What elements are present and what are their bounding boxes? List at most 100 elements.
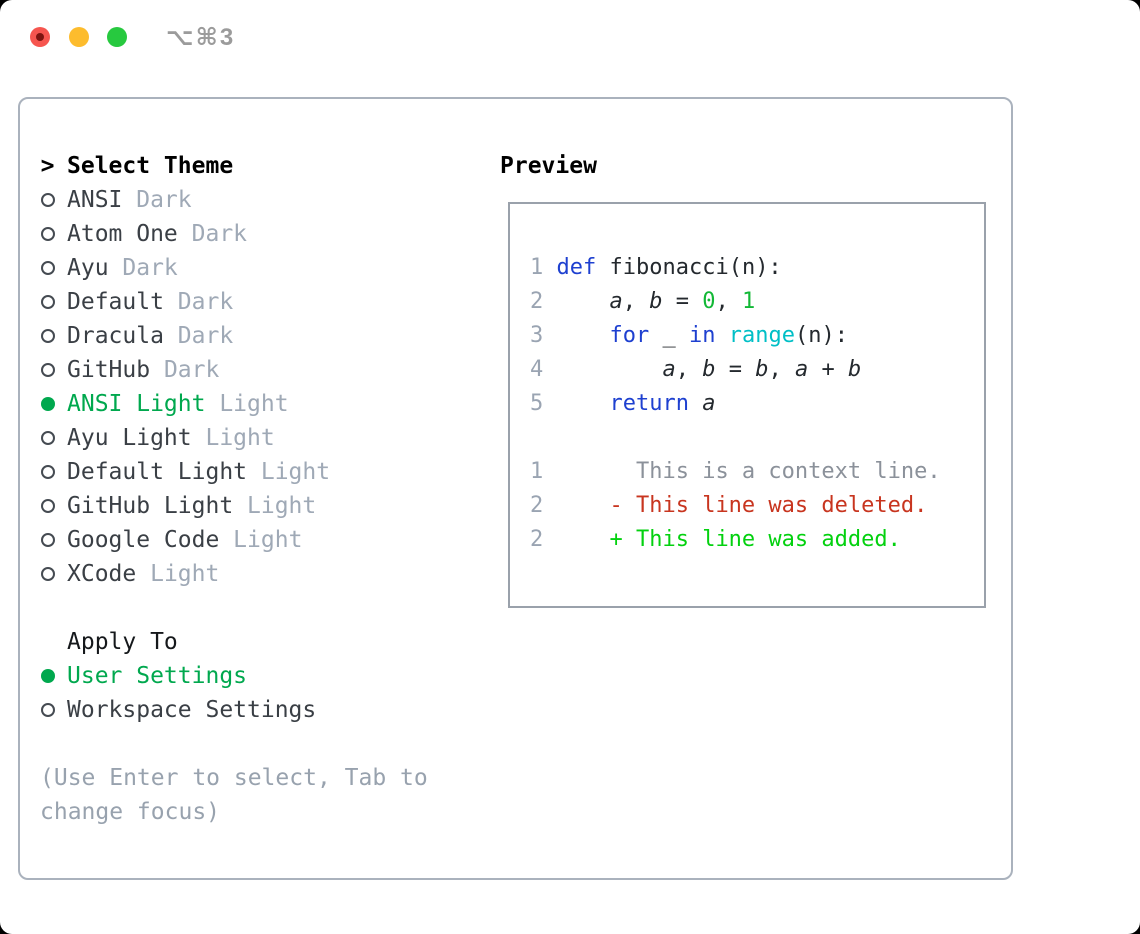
option-label: Ayu Light	[67, 425, 192, 451]
theme-option[interactable]: Ayu Light Light	[40, 421, 480, 455]
theme-option[interactable]: Dracula Dark	[40, 319, 480, 353]
code-token-num: 1	[741, 289, 756, 314]
code-token-var: b	[847, 357, 862, 382]
line-number: 1	[530, 459, 557, 484]
preview-title: Preview	[500, 153, 597, 179]
option-variant-label: Light	[233, 493, 317, 519]
option-variant-label: Light	[136, 561, 220, 587]
code-line	[530, 421, 984, 455]
theme-option[interactable]: GitHub Dark	[40, 353, 480, 387]
option-variant-label: Dark	[150, 357, 220, 383]
apply-to-title: Apply To	[67, 629, 178, 655]
code-token-pl: +	[808, 357, 848, 382]
theme-option[interactable]: ANSI Dark	[40, 183, 480, 217]
option-variant-label: Dark	[163, 289, 234, 315]
theme-option[interactable]: XCode Light	[40, 557, 480, 591]
code-token-var: b	[649, 289, 663, 314]
radio-icon	[40, 533, 55, 547]
line-number: 2	[530, 527, 557, 552]
line-number: 2	[530, 289, 557, 314]
code-line: 4 a, b = b, a + b	[530, 353, 984, 387]
minimize-button[interactable]	[69, 27, 89, 47]
diff-line: 1 This is a context line.	[530, 455, 984, 489]
close-button[interactable]	[30, 27, 50, 47]
diff-line: 2 - This line was deleted.	[530, 489, 984, 523]
option-variant-label: Light	[219, 527, 303, 553]
code-token-var: b	[755, 357, 769, 382]
radio-icon	[40, 499, 55, 513]
code-token-del: - This line was deleted.	[556, 493, 928, 518]
radio-icon	[40, 227, 55, 241]
code-token-pl	[557, 323, 610, 348]
radio-icon	[40, 193, 55, 207]
select-theme-header: > Select Theme	[40, 149, 480, 183]
code-token-pl: _	[649, 323, 689, 348]
hint-text: (Use Enter to select, Tab to change focu…	[40, 765, 428, 825]
diff-line: 2 + This line was added.	[530, 523, 984, 557]
option-variant-label: Dark	[177, 221, 248, 247]
option-label: Atom One	[67, 221, 178, 247]
theme-option[interactable]: Atom One Dark	[40, 217, 480, 251]
code-token-num: 0	[702, 289, 716, 314]
option-label: Workspace Settings	[67, 697, 317, 723]
apply-to-option[interactable]: User Settings	[40, 659, 480, 693]
line-number	[530, 425, 543, 450]
option-label: Dracula	[67, 323, 164, 349]
line-number: 3	[530, 323, 557, 348]
theme-option[interactable]: Ayu Dark	[40, 251, 480, 285]
code-token-var: a	[794, 357, 809, 382]
code-token-var: a	[702, 391, 716, 416]
titlebar: ⌥⌘3	[0, 0, 1140, 76]
code-token-pl: ,	[715, 289, 742, 314]
code-line: 1 def fibonacci(n):	[530, 251, 984, 285]
code-token-pl: ,	[622, 289, 650, 314]
code-token-pl	[557, 289, 610, 314]
option-label: Google Code	[67, 527, 220, 553]
option-label: Ayu	[67, 255, 109, 281]
selected-radio-icon	[40, 669, 55, 683]
theme-option[interactable]: GitHub Light Light	[40, 489, 480, 523]
line-number: 1	[530, 255, 557, 280]
apply-to-option[interactable]: Workspace Settings	[40, 693, 480, 727]
code-token-kw: def	[556, 255, 597, 280]
option-variant-label: Light	[205, 391, 289, 417]
radio-icon	[40, 703, 55, 717]
code-token-pl	[689, 391, 702, 416]
option-variant-label: Light	[247, 459, 331, 485]
radio-icon	[40, 465, 55, 479]
code-token-pl	[715, 323, 728, 348]
option-label: ANSI Light	[67, 391, 206, 417]
select-theme-title: Select Theme	[67, 153, 234, 179]
theme-option[interactable]: Google Code Light	[40, 523, 480, 557]
code-token-pl: (n):	[794, 323, 848, 348]
option-label: User Settings	[67, 663, 248, 689]
code-token-pl: ,	[768, 357, 795, 382]
option-label: Default Light	[67, 459, 248, 485]
line-number: 4	[530, 357, 557, 382]
code-token-kw: in	[688, 323, 716, 348]
code-token-bi: range	[728, 323, 795, 348]
code-token-pl: =	[662, 289, 703, 314]
option-variant-label: Dark	[108, 255, 178, 281]
code-token-kw: for	[609, 323, 650, 348]
code-token-pl	[557, 357, 663, 382]
theme-option[interactable]: Default Dark	[40, 285, 480, 319]
theme-option[interactable]: ANSI Light Light	[40, 387, 480, 421]
apply-to-header: Apply To	[40, 625, 480, 659]
option-label: GitHub	[67, 357, 151, 383]
radio-icon	[40, 567, 55, 581]
option-variant-label: Dark	[122, 187, 192, 213]
radio-icon	[40, 329, 55, 343]
radio-icon	[40, 431, 55, 445]
code-token-var: a	[662, 357, 676, 382]
spacer-row	[40, 591, 480, 625]
option-label: ANSI	[67, 187, 123, 213]
maximize-button[interactable]	[107, 27, 127, 47]
radio-icon	[40, 261, 55, 275]
theme-option[interactable]: Default Light Light	[40, 455, 480, 489]
